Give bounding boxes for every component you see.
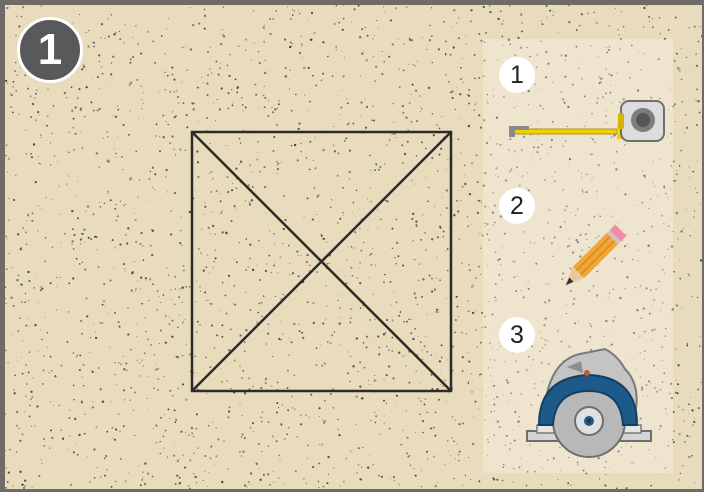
tool-number-2: 2 xyxy=(499,188,535,224)
circular-saw-icon xyxy=(523,345,663,463)
tape-measure-icon xyxy=(505,99,670,147)
pencil-icon xyxy=(553,212,635,302)
step-number-badge: 1 xyxy=(17,17,83,83)
tool-number-1: 1 xyxy=(499,57,535,93)
wood-board: 1 1 2 xyxy=(5,5,702,489)
square-with-diagonals-diagram xyxy=(185,125,457,397)
